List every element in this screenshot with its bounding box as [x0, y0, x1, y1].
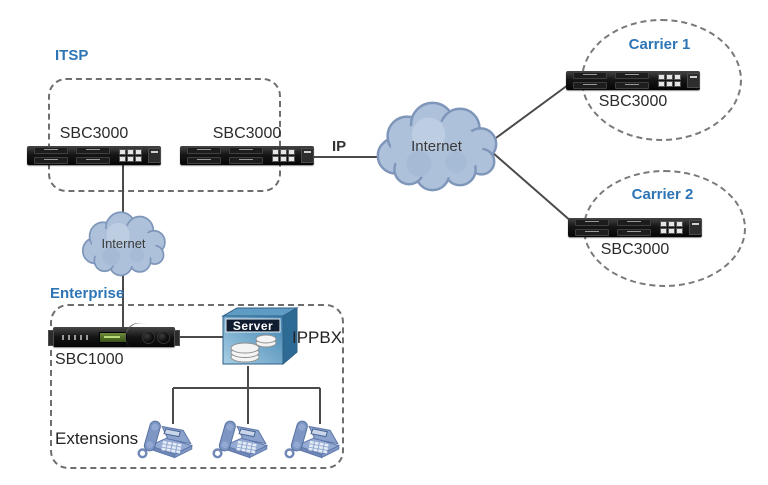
status-leds: [62, 335, 88, 340]
module-slots: [187, 147, 263, 164]
itsp-right-sbc3000-label: SBC3000: [212, 125, 282, 142]
vent: [142, 331, 155, 344]
device-end-cap: [689, 220, 702, 235]
front-lcd: [99, 332, 127, 343]
extension-phone-3: [283, 416, 341, 460]
carrier2-sbc3000-label: SBC3000: [600, 241, 670, 258]
vent: [157, 331, 170, 344]
extensions-label: Extensions: [55, 429, 139, 448]
wire-wan-to-carrier1: [484, 84, 569, 147]
device-end-cap: [301, 148, 314, 163]
ethernet-ports: [660, 221, 683, 234]
carrier2-label: Carrier 2: [631, 186, 694, 203]
ippbx-label: IPPBX: [292, 328, 343, 347]
itsp-label: ITSP: [55, 47, 89, 64]
internet-cloud-wan-label: Internet: [411, 137, 462, 155]
sbc1000-label: SBC1000: [55, 351, 124, 368]
sbc3000-device-carrier2: [568, 218, 702, 237]
module-slots: [575, 219, 651, 236]
sbc3000-device-carrier1: [566, 71, 700, 90]
extension-phone-1: [136, 416, 194, 460]
internet-cloud-access-label: Internet: [101, 236, 146, 251]
module-slots: [573, 72, 649, 89]
ip-link-label: IP: [332, 138, 347, 155]
wire-wan-to-carrier2: [484, 145, 573, 223]
server-label: Server: [232, 319, 274, 333]
ethernet-ports: [658, 74, 681, 87]
sbc1000-device: [48, 317, 180, 357]
ethernet-ports: [119, 149, 142, 162]
itsp-left-sbc3000-label: SBC3000: [59, 125, 129, 142]
module-slots: [34, 147, 110, 164]
enterprise-boundary: [50, 304, 344, 469]
ippbx-server: Server: [218, 306, 302, 370]
device-end-cap: [148, 148, 161, 163]
sbc3000-device-itsp-left: [27, 146, 161, 165]
device-end-cap: [687, 73, 700, 88]
server-cube-graphic: [221, 307, 299, 366]
internet-cloud-access: Internet: [76, 208, 171, 279]
extension-phone-2: [211, 416, 269, 460]
itsp-boundary: [48, 78, 281, 192]
carrier1-sbc3000-label: SBC3000: [598, 93, 668, 110]
carrier1-label: Carrier 1: [628, 36, 691, 53]
ethernet-ports: [272, 149, 295, 162]
enterprise-label: Enterprise: [50, 285, 125, 302]
internet-cloud-wan: Internet: [368, 97, 505, 195]
sbc3000-device-itsp-right: [180, 146, 314, 165]
